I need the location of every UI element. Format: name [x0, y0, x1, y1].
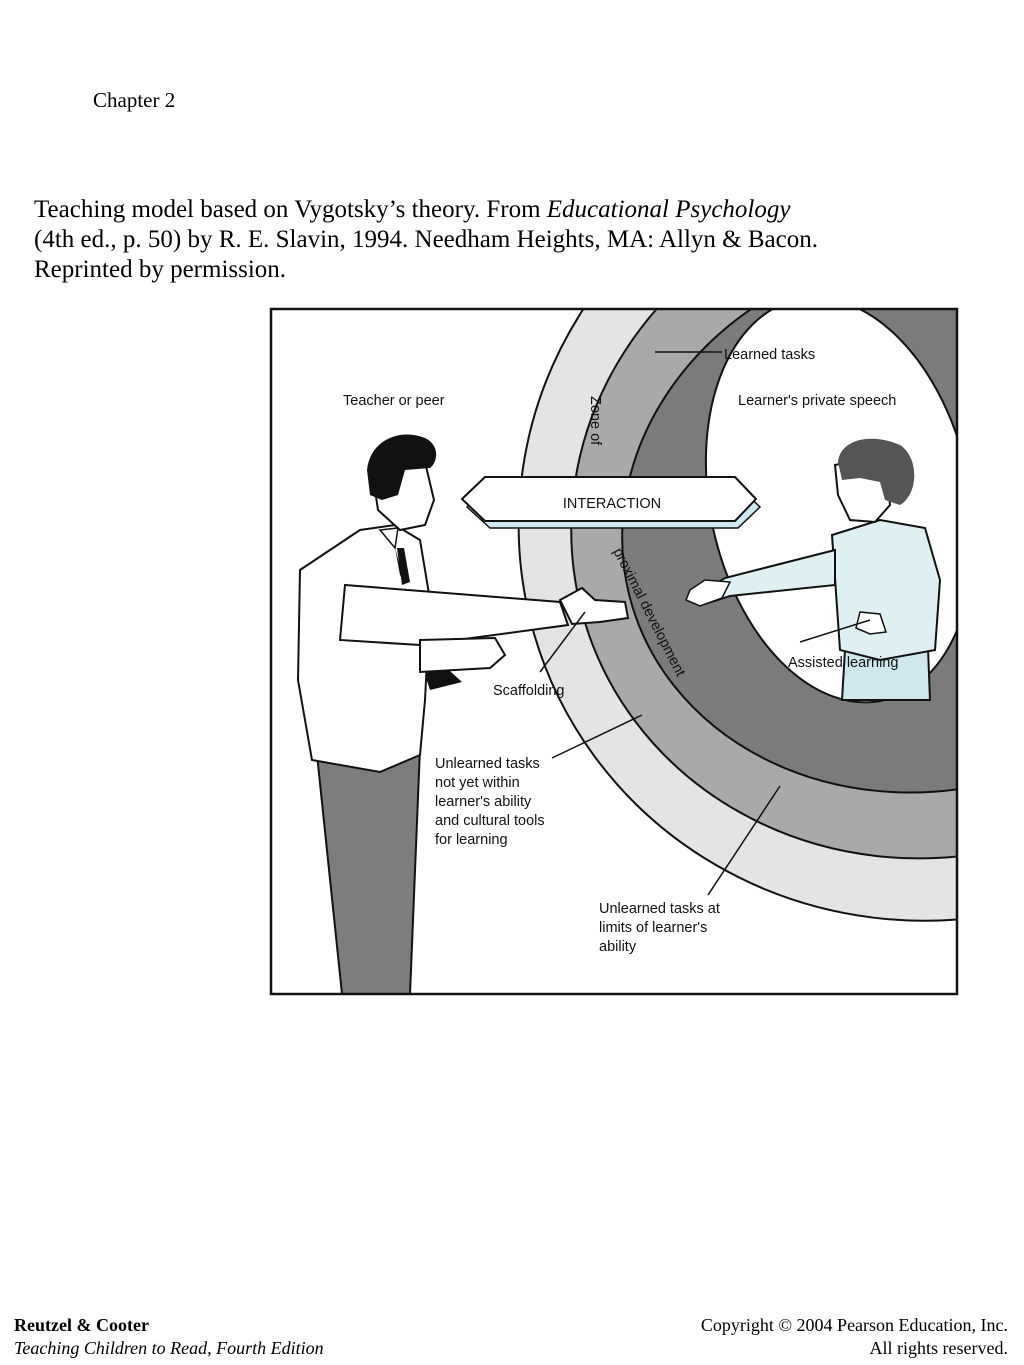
- private-speech-label: Learner's private speech: [738, 393, 896, 409]
- unlearned-within-leader: [551, 714, 643, 759]
- teacher-figure: [296, 434, 630, 994]
- footer-rights: All rights reserved.: [869, 1338, 1008, 1358]
- caption-line-2: (4th ed., p. 50) by R. E. Slavin, 1994. …: [34, 226, 818, 253]
- unlearned-within-label: Unlearned tasks not yet within learner's…: [435, 756, 545, 848]
- caption-line-1: Teaching model based on Vygotsky’s theor…: [34, 195, 934, 225]
- caption-line-3: Reprinted by permission.: [34, 256, 287, 283]
- scaffolding-leader: [539, 611, 586, 673]
- interaction-banner: [460, 476, 762, 529]
- unlearned-within-line: for learning: [435, 832, 508, 848]
- unlearned-within-line: and cultural tools: [435, 813, 545, 829]
- footer-right: Copyright © 2004 Pearson Education, Inc.…: [701, 1314, 1008, 1360]
- unlearned-limits-line: limits of learner's: [599, 920, 707, 936]
- footer-book-title: Teaching Children to Read, Fourth Editio…: [14, 1338, 324, 1358]
- unlearned-limits-label: Unlearned tasks at limits of learner's a…: [599, 901, 720, 955]
- assisted-learning-leader: [799, 619, 871, 643]
- learned-tasks-label: Learned tasks: [724, 347, 815, 363]
- chapter-label: Chapter 2: [93, 88, 176, 112]
- unlearned-limits-leader: [707, 785, 781, 896]
- zone-rings: [271, 309, 957, 994]
- unlearned-within-line: learner's ability: [435, 794, 532, 810]
- zone-of-label: Zone of: [587, 396, 603, 446]
- footer-authors: Reutzel & Cooter: [14, 1315, 149, 1335]
- unlearned-limits-line: Unlearned tasks at: [599, 901, 720, 917]
- assisted-learning-label: Assisted learning: [788, 655, 898, 671]
- unlearned-within-line: not yet within: [435, 775, 520, 791]
- learner-figure: [685, 438, 942, 701]
- unlearned-limits-line: ability: [599, 939, 637, 955]
- scaffolding-label: Scaffolding: [493, 683, 564, 699]
- caption-text: Teaching model based on Vygotsky’s theor…: [34, 196, 547, 223]
- figure-caption: Teaching model based on Vygotsky’s theor…: [34, 195, 934, 285]
- unlearned-within-line: Unlearned tasks: [435, 756, 540, 772]
- footer-copyright: Copyright © 2004 Pearson Education, Inc.: [700, 1315, 1008, 1335]
- figure-frame: [269, 307, 959, 996]
- teacher-label: Teacher or peer: [343, 393, 445, 409]
- footer-left: Reutzel & Cooter Teaching Children to Re…: [14, 1314, 324, 1360]
- interaction-label: INTERACTION: [563, 496, 661, 512]
- caption-book-title: Educational Psychology: [546, 196, 791, 223]
